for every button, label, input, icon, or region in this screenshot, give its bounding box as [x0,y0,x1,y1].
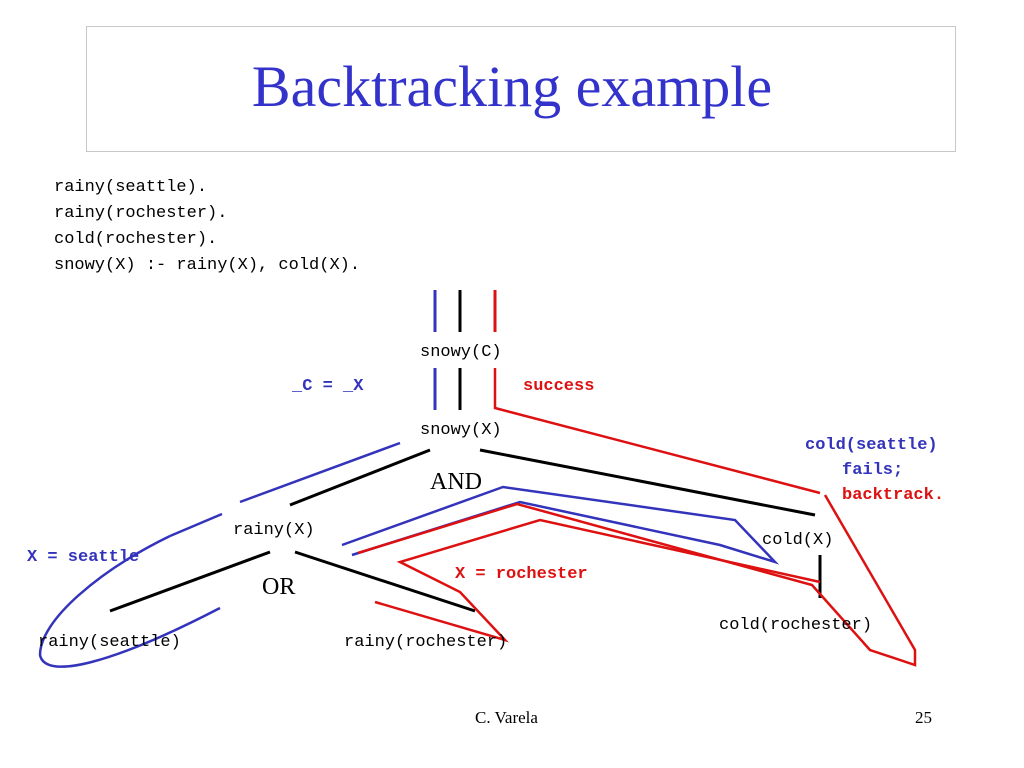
node-rainy-seattle: rainy(seattle) [38,633,181,652]
or-label: OR [262,574,295,600]
node-snowy-x: snowy(X) [420,421,502,440]
red-retry-path [357,494,917,667]
backtrack-annotation: backtrack. [842,486,944,505]
red-success-path [493,368,821,495]
edge-rainy-rochester [294,550,476,613]
node-rainy-rochester: rainy(rochester) [344,633,507,652]
page-number: 25 [915,708,932,727]
slide-title: Backtracking example [251,54,773,119]
x-seattle-annotation: X = seattle [27,548,139,567]
node-cold-rochester: cold(rochester) [719,616,872,635]
success-annotation: success [523,377,594,396]
code-line: rainy(seattle). [54,178,208,197]
prolog-program: rainy(seattle). rainy(rochester). cold(r… [54,175,360,279]
blue-backtrack-path [341,485,780,565]
node-snowy-c: snowy(C) [420,343,502,362]
edge-snowy-rainy [289,448,431,507]
edge-rainy-seattle [109,550,271,613]
and-label: AND [430,469,482,495]
title-box [86,26,956,152]
code-line: cold(rochester). [54,230,218,249]
blue-segment-1 [239,441,401,504]
edge-snowy-cold [479,448,816,517]
unify-annotation: _C = _X [291,377,364,396]
x-rochester-annotation: X = rochester [455,565,588,584]
fails-annotation: fails; [842,461,903,480]
footer-author: C. Varela [475,708,538,727]
node-rainy-x: rainy(X) [233,521,315,540]
code-line: snowy(X) :- rainy(X), cold(X). [54,256,361,275]
cold-seattle-annotation: cold(seattle) [805,436,938,455]
blue-segment-2 [169,512,223,538]
blue-seattle-loop [38,534,221,668]
node-cold-x: cold(X) [762,531,833,550]
code-line: rainy(rochester). [54,204,228,223]
red-rochester-path [374,518,821,643]
